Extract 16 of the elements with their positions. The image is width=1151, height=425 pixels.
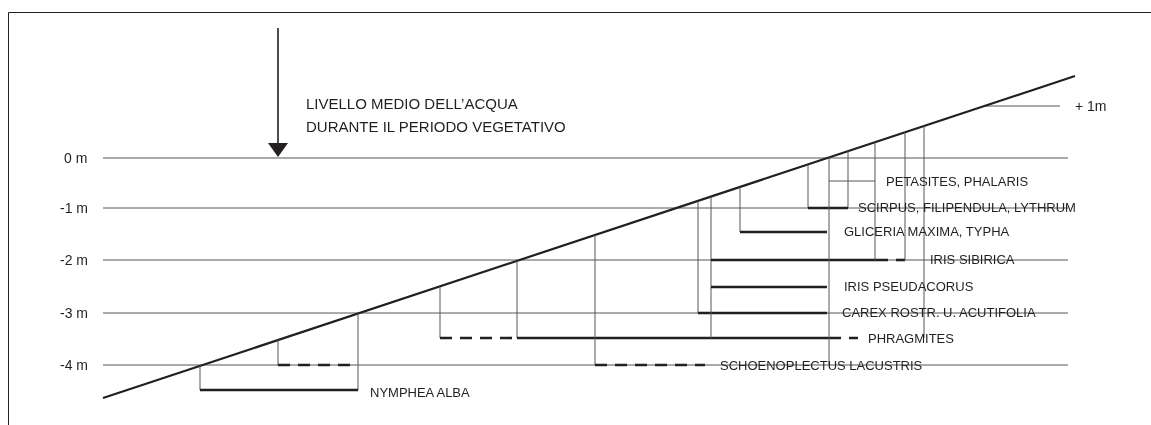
depth-label: -1 m xyxy=(60,201,88,215)
depth-label: + 1m xyxy=(1075,99,1107,113)
species-label: PETASITES, PHALARIS xyxy=(886,175,1029,188)
depth-label: -4 m xyxy=(60,358,88,372)
species-label: CAREX ROSTR. U. ACUTIFOLIA xyxy=(842,306,1036,319)
depth-label: -3 m xyxy=(60,306,88,320)
water-level-note: LIVELLO MEDIO DELL’ACQUA DURANTE IL PERIODO VEGETATIVO xyxy=(306,94,566,137)
species-label: IRIS PSEUDACORUS xyxy=(844,280,974,293)
species-label: SCIRPUS, FILIPENDULA, LYTHRUM xyxy=(858,201,1076,214)
species-label: GLICERIA MAXIMA, TYPHA xyxy=(844,225,1010,238)
species-label: SCHOENOPLECTUS LACUSTRIS xyxy=(720,359,923,372)
depth-label: -2 m xyxy=(60,253,88,267)
species-label: IRIS SIBIRICA xyxy=(930,253,1015,266)
depth-label: 0 m xyxy=(64,151,88,165)
species-label: NYMPHEA ALBA xyxy=(370,386,470,399)
species-label: PHRAGMITES xyxy=(868,332,954,345)
